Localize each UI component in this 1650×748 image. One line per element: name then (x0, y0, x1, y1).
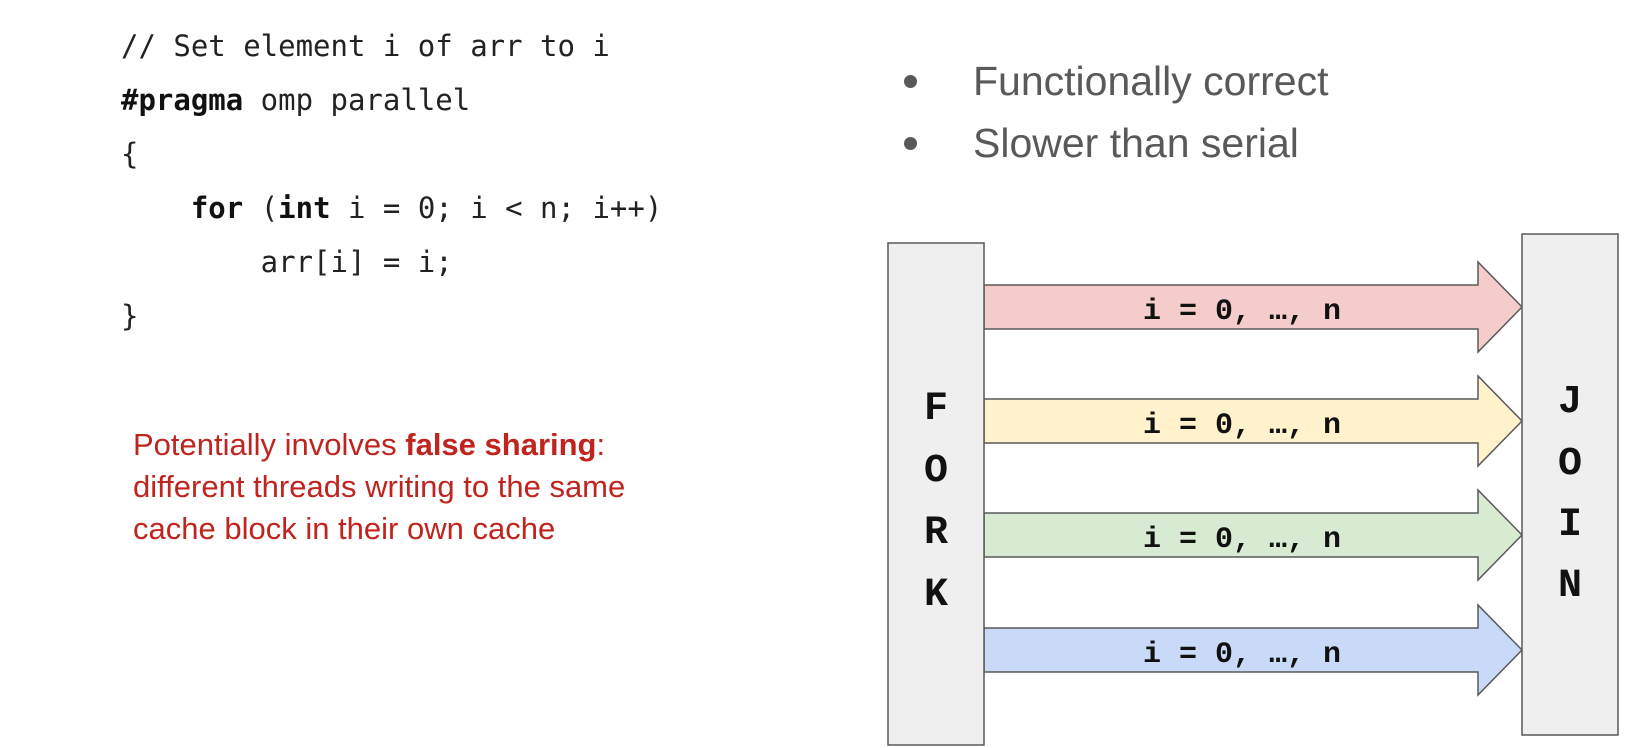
code-pragma-keyword: #pragma (121, 83, 244, 117)
thread-label-3: i = 0, …, n (1143, 523, 1341, 557)
code-open-brace: { (121, 137, 139, 171)
fork-letter-k: K (924, 573, 948, 618)
join-letter-i: I (1558, 503, 1582, 548)
bullet-item: Slower than serial (900, 118, 1328, 180)
fork-box (887, 242, 985, 746)
code-for-keyword: for (190, 191, 244, 225)
code-body-line: arr[i] = i; (121, 242, 662, 296)
thread-label-1: i = 0, …, n (1143, 295, 1341, 329)
code-comment: // Set element i of arr to i (121, 29, 610, 63)
thread-arrow-2 (983, 374, 1524, 468)
arrow-group (983, 260, 1524, 697)
thread-label-4: i = 0, …, n (1143, 638, 1341, 672)
join-box (1521, 233, 1619, 736)
fork-letter-r: R (924, 511, 948, 556)
thread-label-2: i = 0, …, n (1143, 409, 1341, 443)
fork-letter-f: F (924, 387, 948, 432)
code-body: arr[i] = i; (121, 245, 453, 279)
thread-arrow-3 (983, 488, 1524, 582)
bullet-text: Functionally correct (973, 58, 1329, 104)
code-for-line: for (int i = 0; i < n; i++) (121, 188, 662, 242)
code-close-brace-line: } (121, 296, 662, 350)
join-letter-o: O (1558, 442, 1582, 487)
thread-arrow-1 (983, 260, 1524, 354)
thread-arrow-4 (983, 603, 1524, 697)
code-open-brace-line: { (121, 134, 662, 188)
code-for-paren: ( (243, 191, 279, 225)
code-int-keyword: int (278, 191, 331, 225)
code-pragma-line: #pragma omp parallel (121, 80, 662, 134)
note-text-2: : different threads writing to the same … (133, 427, 626, 546)
bullet-dot-icon (904, 137, 917, 150)
code-close-brace: } (121, 299, 139, 333)
fork-letter-o: O (924, 449, 948, 494)
join-letter-j: J (1558, 380, 1582, 425)
note-bold-term: false sharing (405, 427, 597, 462)
code-for-rest: i = 0; i < n; i++) (330, 191, 663, 225)
code-comment-line: // Set element i of arr to i (121, 26, 662, 80)
bullet-list: Functionally correct Slower than serial (900, 56, 1328, 180)
join-letter-n: N (1558, 564, 1582, 609)
code-pragma-rest: omp parallel (243, 83, 471, 117)
bullet-dot-icon (904, 75, 917, 88)
bullet-item: Functionally correct (900, 56, 1328, 118)
bullet-text: Slower than serial (973, 120, 1299, 166)
false-sharing-note: Potentially involves false sharing: diff… (133, 424, 653, 550)
code-block: // Set element i of arr to i #pragma omp… (121, 26, 662, 350)
note-text-1: Potentially involves (133, 427, 406, 462)
